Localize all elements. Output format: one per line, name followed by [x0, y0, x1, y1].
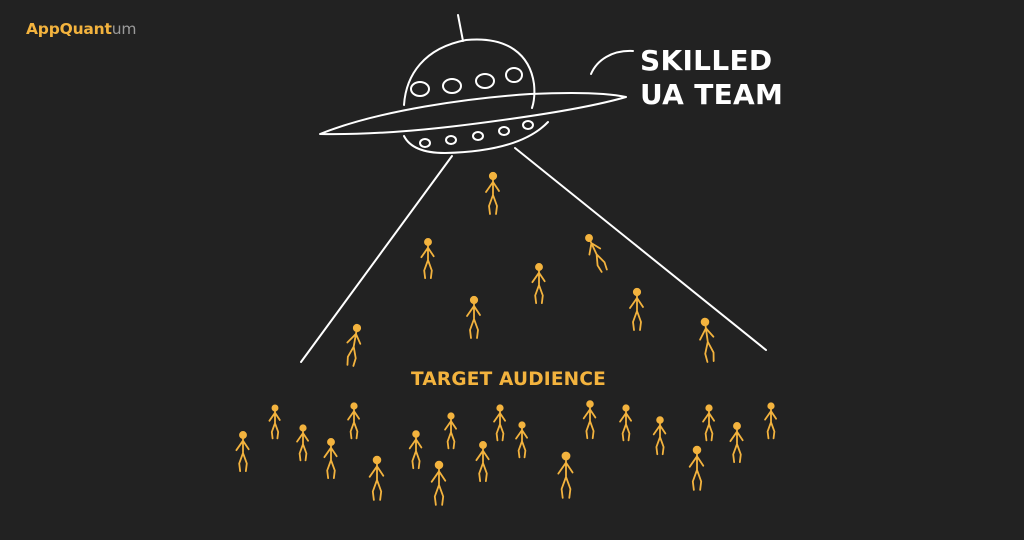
brand-logo-quant: Quant: [59, 20, 112, 38]
stick-figure-icon: [485, 171, 500, 215]
team-caption-line2: UA TEAM: [640, 78, 784, 111]
stick-figure-icon: [515, 421, 529, 459]
stick-figure-icon: [408, 430, 423, 470]
stick-figure-icon: [585, 234, 608, 273]
stick-figure-icon: [557, 451, 574, 499]
ufo-icon: [300, 14, 767, 363]
stick-figure-icon: [368, 455, 385, 501]
stick-figure-icon: [582, 400, 597, 440]
stick-figure-icon: [420, 238, 435, 280]
brand-logo-app: App: [26, 20, 60, 38]
brand-logo: AppQuantum: [26, 19, 136, 39]
stick-figure-icon: [296, 424, 310, 462]
stick-figure-icon: [619, 404, 633, 442]
stick-figure-icon: [475, 441, 490, 483]
stick-figure-icon: [323, 438, 338, 480]
stick-figure-icon: [444, 412, 458, 450]
people-crowd: [235, 400, 778, 506]
people-in-beam: [346, 171, 715, 367]
stick-figure-icon: [629, 287, 644, 331]
stick-figure-icon: [346, 323, 362, 367]
stick-figure-icon: [764, 402, 778, 440]
target-audience-label: TARGET AUDIENCE: [411, 369, 606, 390]
stick-figure-icon: [729, 422, 744, 464]
stick-figure-icon: [493, 404, 507, 442]
stick-figure-icon: [347, 402, 361, 440]
team-caption-line1: SKILLED: [640, 44, 773, 77]
stick-figure-icon: [652, 416, 667, 456]
stick-figure-icon: [699, 317, 715, 363]
team-caption: SKILLED UA TEAM: [640, 44, 783, 112]
stick-figure-icon: [268, 404, 281, 440]
stick-figure-icon: [235, 431, 250, 473]
stick-figure-icon: [688, 445, 705, 491]
stick-figure-icon: [430, 460, 447, 506]
stick-figure-icon: [466, 295, 481, 339]
brand-logo-um: um: [111, 20, 137, 38]
stick-figure-icon: [531, 263, 546, 305]
stick-figure-icon: [702, 404, 716, 442]
